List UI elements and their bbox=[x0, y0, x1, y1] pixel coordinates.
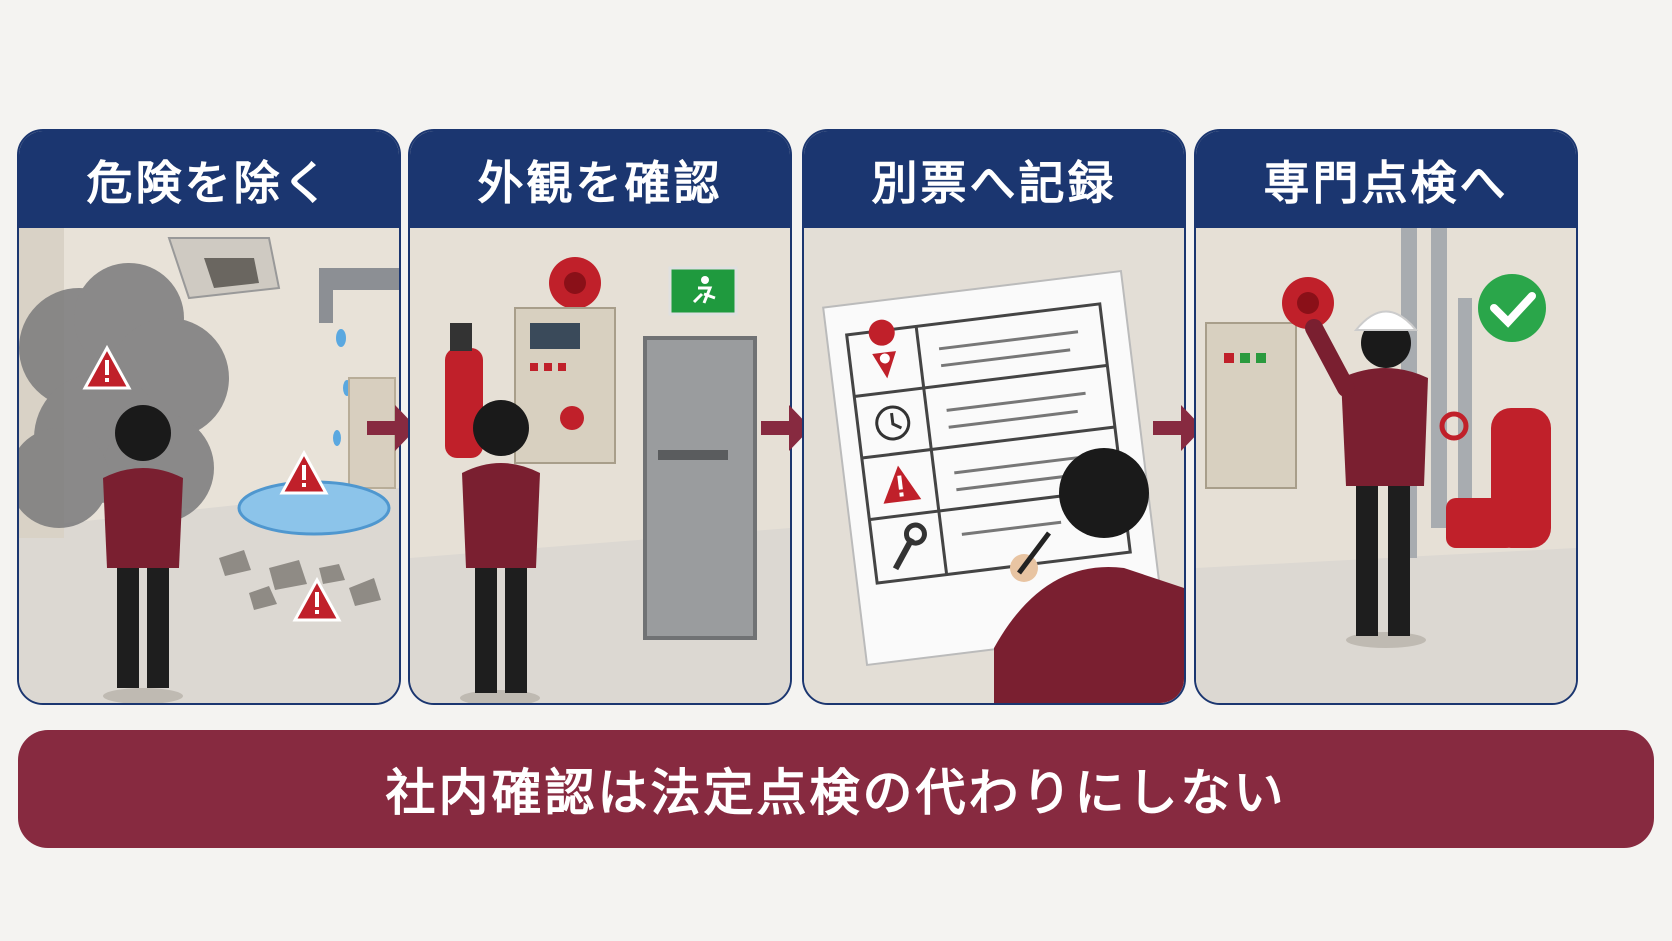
step-card-check-appearance: 外観を確認 bbox=[408, 129, 792, 705]
step-card-remove-hazard: 危険を除く bbox=[17, 129, 401, 705]
step-title: 専門点検へ bbox=[1196, 131, 1576, 228]
scene-record-sheet bbox=[804, 228, 1184, 703]
step-title: 外観を確認 bbox=[410, 131, 790, 228]
warning-icon bbox=[883, 465, 922, 504]
wrench-icon bbox=[892, 522, 927, 571]
check-icon bbox=[1478, 274, 1546, 342]
warning-icon bbox=[82, 344, 132, 390]
worker-figure bbox=[994, 448, 1184, 703]
worker-figure bbox=[103, 405, 183, 703]
warning-icon bbox=[279, 449, 329, 495]
clock-icon bbox=[875, 405, 911, 441]
worker-figure bbox=[1305, 310, 1428, 648]
step-card-record: 別票へ記録 bbox=[802, 129, 1186, 705]
warning-icon bbox=[292, 576, 342, 622]
flow-arrow bbox=[367, 405, 417, 451]
map-pin-icon bbox=[868, 319, 897, 379]
step-title: 危険を除く bbox=[19, 131, 399, 228]
warning-banner: 社内確認は法定点検の代わりにしない bbox=[18, 730, 1654, 848]
flow-arrow bbox=[761, 405, 811, 451]
hard-hat bbox=[1353, 310, 1419, 331]
flow-arrow bbox=[1153, 405, 1203, 451]
scene-inspection bbox=[410, 228, 790, 703]
record-sheet bbox=[822, 269, 1166, 667]
step-title: 別票へ記録 bbox=[804, 131, 1184, 228]
scene-hazard bbox=[19, 228, 399, 703]
step-card-professional-inspection: 専門点検へ bbox=[1194, 129, 1578, 705]
worker-figure bbox=[460, 400, 540, 703]
exit-sign-icon bbox=[668, 266, 738, 316]
scene-professional bbox=[1196, 228, 1576, 703]
